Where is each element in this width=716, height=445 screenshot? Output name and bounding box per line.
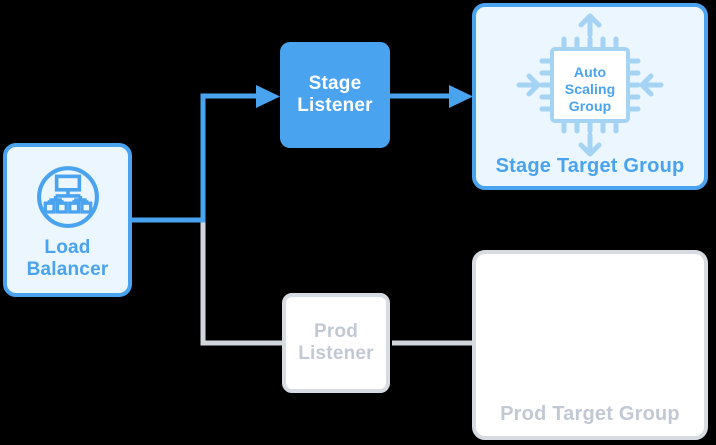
prod-target-group-label: Prod Target Group (500, 403, 680, 425)
chip-body (550, 47, 630, 123)
load-balancer-label: Load Balancer (26, 237, 109, 281)
load-balancer-node: Load Balancer (3, 143, 132, 297)
arrow-down-icon (578, 132, 602, 157)
stage-target-group-node: Auto Scaling Group Stage Target Group (472, 3, 708, 190)
arrowhead-into-stage-target-group (449, 85, 473, 108)
chip-pins (539, 36, 641, 134)
connector-lb-to-prod-listener (200, 221, 284, 346)
connector-lb-to-stage-listener (132, 93, 258, 223)
prod-listener-label: Prod Listener (298, 320, 374, 364)
arrow-inward-right-icon (639, 73, 664, 97)
cpu-chip-icon (516, 13, 664, 157)
stage-listener-node: Stage Listener (280, 42, 390, 148)
arrow-inward-left-icon (516, 73, 541, 97)
stage-listener-label: Stage Listener (297, 72, 373, 116)
auto-scaling-group-label: Auto Scaling Group (564, 64, 616, 114)
arrow-up-icon (578, 13, 602, 38)
load-balancer-icon (36, 166, 99, 228)
prod-listener-node: Prod Listener (282, 293, 390, 393)
arrowhead-into-stage-listener (256, 85, 280, 108)
stage-target-group-label: Stage Target Group (495, 155, 685, 177)
prod-target-group-node: Prod Target Group (472, 250, 708, 440)
